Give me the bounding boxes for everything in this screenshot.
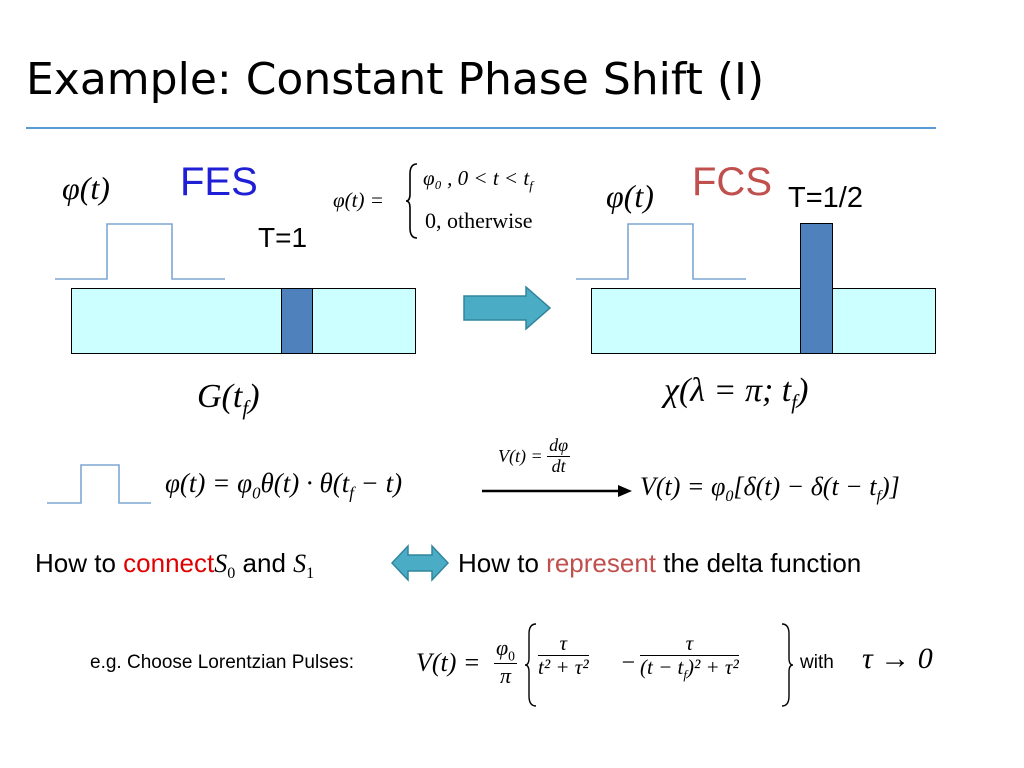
derivative-arrow-icon (482, 485, 632, 497)
lorentzian-prefactor: φ0 π (494, 635, 517, 689)
represent-question: How to represent the delta function (458, 548, 862, 578)
double-arrow-icon (390, 544, 450, 582)
right-phi-label: φ(t) (606, 178, 654, 214)
fcs-label: FCS (692, 160, 772, 204)
right-system-box (591, 288, 936, 354)
phi-def-case2: 0, otherwise (425, 208, 533, 233)
right-arrow-icon (463, 285, 552, 331)
g-function-label: G(tf) (197, 378, 260, 420)
phi-piecewise-definition: φ(t) = φ₀ , 0 < t < tf 0, otherwise (333, 160, 583, 242)
left-system-box (71, 288, 416, 354)
with-label: with (800, 652, 834, 673)
lorentzian-term-2: τ (t − tf)² + τ² (640, 631, 739, 683)
fes-label: FES (180, 160, 258, 204)
phi-def-lhs: φ(t) = (333, 188, 384, 212)
s0-symbol: S0 (214, 549, 236, 583)
lorentzian-lhs: V(t) = (416, 648, 481, 677)
lorentzian-term-1: τ t² + τ² (538, 631, 589, 680)
right-time-window-bar (800, 223, 833, 354)
left-pulse-icon (55, 223, 225, 280)
lorentzian-intro: e.g. Choose Lorentzian Pulses: (90, 652, 355, 673)
lorentzian-equation: V(t) = φ0 π τ t² + τ² − τ (t − tf)² + τ² (416, 620, 796, 710)
lorentzian-minus: − (620, 650, 637, 676)
slide-title: Example: Constant Phase Shift (I) (26, 54, 765, 105)
phi-step-equation: φ(t) = φ0θ(t) · θ(tf − t) (165, 468, 403, 503)
phi-def-case1: φ₀ , 0 < t < tf (423, 166, 533, 194)
connect-question: How to connectS0 and S1 (35, 548, 315, 583)
title-underline (26, 127, 936, 129)
tau-limit: τ → 0 (862, 642, 933, 675)
right-t-label: T=1/2 (788, 182, 863, 214)
lorentzian-right-brace (781, 623, 794, 707)
left-brace (405, 163, 418, 239)
left-phi-label: φ(t) (62, 170, 110, 206)
left-t-label: T=1 (258, 222, 308, 253)
right-pulse-icon (576, 223, 746, 280)
s1-symbol: S1 (293, 549, 315, 583)
left-time-window-bar (281, 288, 313, 354)
chi-function-label: χ(λ = π; tf) (664, 372, 809, 414)
lorentzian-left-brace (524, 623, 537, 707)
small-pulse-icon (47, 464, 151, 504)
voltage-delta-equation: V(t) = φ0[δ(t) − δ(t − tf)] (640, 472, 900, 506)
